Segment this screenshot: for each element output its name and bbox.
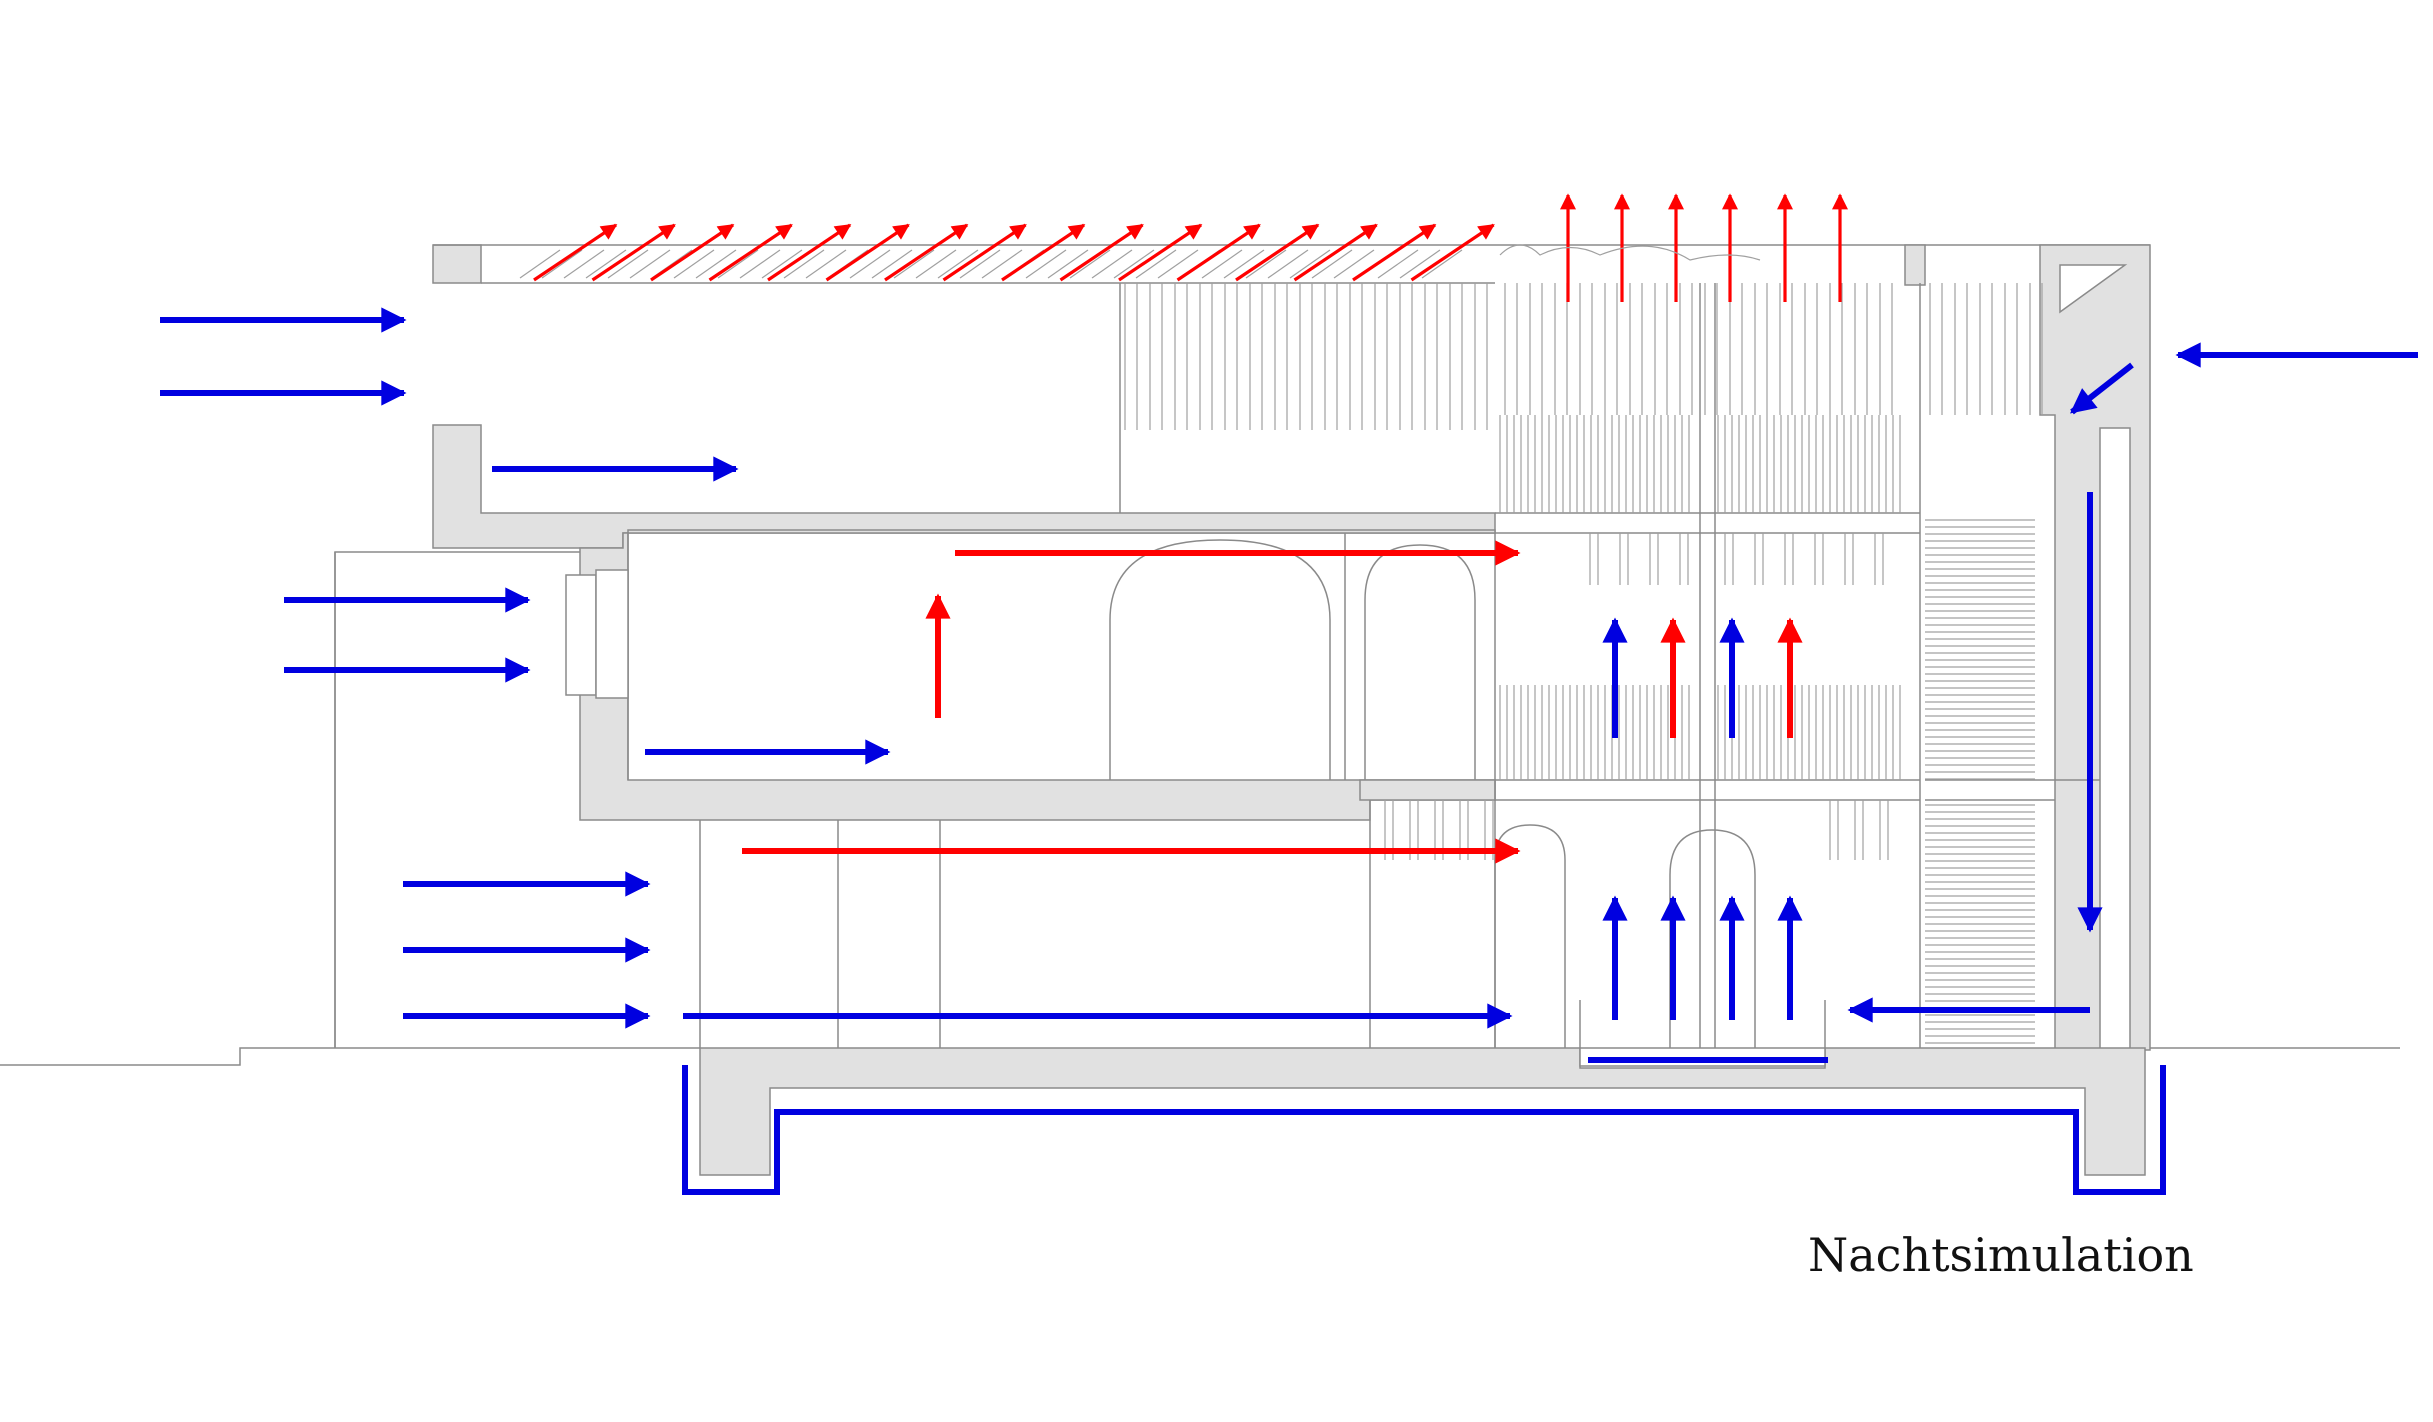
warm-air-arrow: [1059, 223, 1144, 282]
roof-vent-curve: [1499, 244, 1761, 261]
louvre-line: [717, 249, 759, 279]
louvre-line: [1289, 249, 1331, 279]
roof-left-block: [432, 244, 482, 284]
arch-4: [1669, 829, 1756, 1048]
warm-air-arrow: [1293, 223, 1378, 282]
louvre-line: [1421, 249, 1463, 279]
warm-air-arrow: [1235, 223, 1320, 282]
louvre-line: [981, 249, 1023, 279]
warm-air-arrow: [708, 223, 793, 282]
louvre-line: [695, 249, 737, 279]
building-section: [0, 244, 2400, 1176]
middle-floor-wall: [579, 529, 1496, 821]
louvre-line: [607, 249, 649, 279]
louvre-line: [519, 249, 561, 279]
louvre-line: [783, 249, 825, 279]
warm-air-arrow: [1352, 223, 1437, 282]
louvre-line: [761, 249, 803, 279]
warm-air-arrow: [767, 223, 852, 282]
warm-air-arrow: [1410, 223, 1495, 282]
louvre-line: [805, 249, 847, 279]
louvre-line: [585, 249, 627, 279]
louvre-line: [1069, 249, 1111, 279]
ground-line: [0, 1047, 700, 1066]
warm-air-arrow: [825, 223, 910, 282]
louvre-line: [1201, 249, 1243, 279]
louvre-line: [1091, 249, 1133, 279]
louvre-line: [959, 249, 1001, 279]
louvre-line: [1377, 249, 1419, 279]
louvre-line: [1333, 249, 1375, 279]
warm-air-arrow: [1176, 223, 1261, 282]
arch-2: [1364, 544, 1476, 780]
earth-duct: [682, 1065, 2166, 1195]
shelving-hatching: [519, 249, 2043, 1044]
warm-air-arrow: [591, 223, 676, 282]
louvre-line: [1157, 249, 1199, 279]
louvre-line: [629, 249, 671, 279]
louvre-line: [1245, 249, 1287, 279]
louvre-line: [673, 249, 715, 279]
warm-air-arrow: [942, 223, 1027, 282]
louvre-line: [1267, 249, 1309, 279]
louvre-line: [849, 249, 891, 279]
cool-air-arrow: [2070, 362, 2134, 415]
louvre-line: [1025, 249, 1067, 279]
louvre-line: [1399, 249, 1441, 279]
louvre-line: [1113, 249, 1155, 279]
louvre-line: [563, 249, 605, 279]
arch-1: [1109, 539, 1331, 780]
diagram-caption: Nachtsimulation: [1808, 1228, 2194, 1282]
louvre-line: [871, 249, 913, 279]
middle-window: [565, 574, 597, 696]
warm-air-arrow: [650, 223, 735, 282]
louvre-line: [1047, 249, 1089, 279]
louvre-line: [893, 249, 935, 279]
warm-air-arrow: [1001, 223, 1086, 282]
basement-slab: [699, 1047, 2146, 1176]
louvre-line: [1223, 249, 1265, 279]
louvre-line: [1311, 249, 1353, 279]
cool-air-flows: [160, 307, 2418, 1195]
warm-air-arrow: [884, 223, 969, 282]
warm-air-arrow: [1118, 223, 1203, 282]
warm-air-arrow: [533, 223, 618, 282]
louvre-line: [937, 249, 979, 279]
warm-air-flows: [742, 540, 1803, 864]
louvre-line: [1135, 249, 1177, 279]
right-shaft-wall: [2039, 244, 2151, 1051]
shaft-triangle: [2059, 264, 2128, 314]
louvre-line: [739, 249, 781, 279]
louvre-line: [541, 249, 583, 279]
louvre-line: [915, 249, 957, 279]
